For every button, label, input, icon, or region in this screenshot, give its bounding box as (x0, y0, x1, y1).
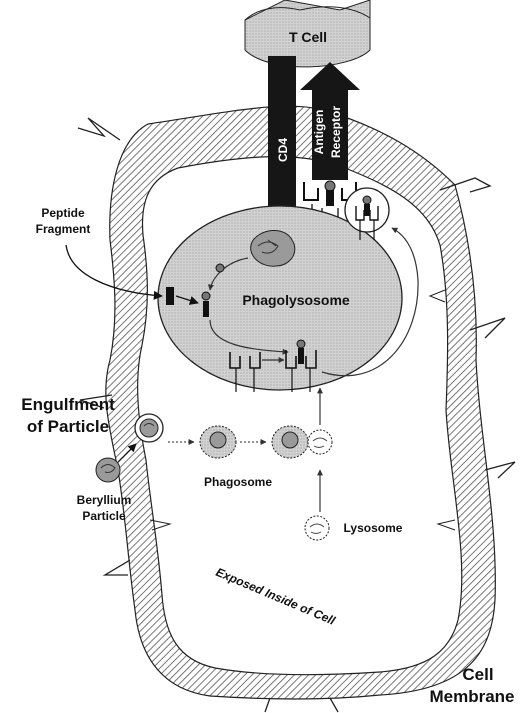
peptide-label-line2: Fragment (36, 222, 91, 236)
beryllium-label-line1: Beryllium (77, 493, 132, 507)
beryllium-label-line2: Particle (82, 509, 126, 523)
engulfed-particle (135, 414, 163, 442)
cd4-label: CD4 (276, 138, 290, 162)
engulfment-label-line1: Engulfment (21, 395, 115, 414)
engulfment-label-line2: of Particle (27, 417, 109, 436)
lysosome-label: Lysosome (344, 521, 403, 535)
t-cell: T Cell (245, 0, 370, 67)
cell-membrane-label-line2: Membrane (429, 687, 514, 706)
antigen-label-line1: Antigen (312, 110, 326, 155)
cell-membrane (78, 106, 515, 712)
cd4-molecule: CD4 (268, 56, 296, 210)
phagolysosome-label: Phagolysosome (242, 292, 350, 308)
lysosome (305, 516, 329, 540)
beryllium-particle (96, 458, 120, 482)
cell-membrane-label-line1: Cell (462, 665, 493, 684)
antigen-label-line2: Receptor (329, 106, 343, 158)
phagosome-label: Phagosome (204, 475, 272, 489)
t-cell-label: T Cell (289, 29, 327, 45)
phagolysosome: Phagolysosome (158, 206, 402, 392)
peptide-label-line1: Peptide (41, 206, 85, 220)
